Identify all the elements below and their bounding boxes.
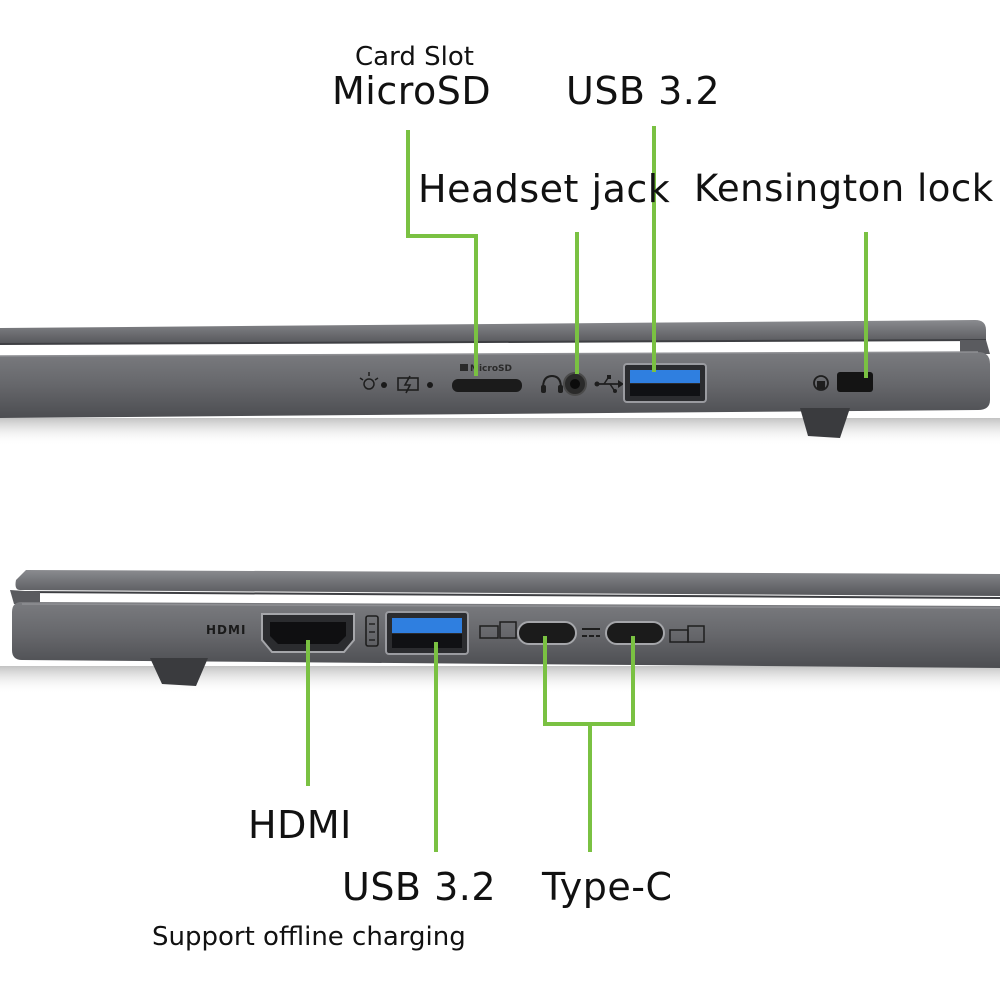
type-c-label: Type-C xyxy=(542,865,673,909)
usb-power-icon xyxy=(365,615,379,647)
display-port-icon xyxy=(479,621,517,639)
usb-top-label: USB 3.2 xyxy=(566,69,721,113)
microsd-label: MicroSD xyxy=(332,69,492,113)
top-callouts xyxy=(406,126,868,378)
power-led xyxy=(381,382,387,388)
bottom-laptop-side: HDMI xyxy=(0,570,1000,694)
headset-icon xyxy=(541,374,563,393)
bottom-callouts xyxy=(306,636,635,852)
headset-jack-port xyxy=(563,372,587,396)
top-laptop-side: MicroSD xyxy=(0,320,1000,446)
lock-icon xyxy=(813,375,829,391)
usb-a-port-top xyxy=(623,363,707,403)
usb-bottom-label: USB 3.2 xyxy=(342,865,497,909)
dc-power-icon xyxy=(582,628,600,637)
support-offline-charging-label: Support offline charging xyxy=(152,922,466,952)
hdmi-label: HDMI xyxy=(248,803,352,847)
display-port-icon xyxy=(669,625,705,643)
usb-icon xyxy=(594,375,624,393)
hdmi-port xyxy=(261,613,355,653)
light-indicator-icon xyxy=(359,372,379,390)
battery-charge-icon xyxy=(397,375,419,394)
type-c-callout xyxy=(543,636,635,852)
headset-jack-label: Headset jack xyxy=(418,167,671,211)
hdmi-marking: HDMI xyxy=(206,623,246,637)
microsd-marking: MicroSD xyxy=(470,364,512,374)
usb-a-port-bottom xyxy=(385,611,469,655)
microsd-callout xyxy=(406,130,478,376)
card-slot-label: Card Slot xyxy=(355,42,474,72)
kensington-lock-label: Kensington lock xyxy=(694,167,994,210)
battery-led xyxy=(427,382,433,388)
microsd-slot: MicroSD xyxy=(452,364,522,392)
